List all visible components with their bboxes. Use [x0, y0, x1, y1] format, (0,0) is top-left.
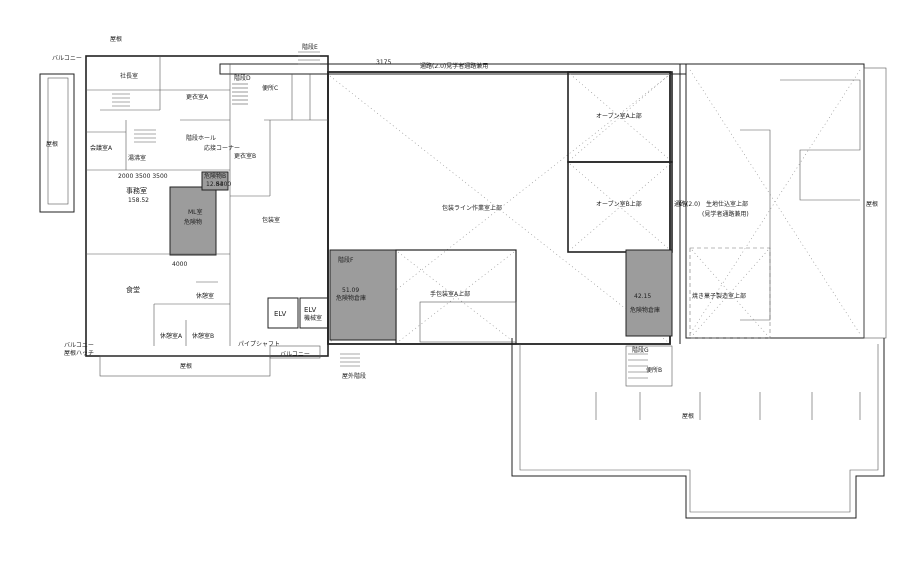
outer-stair-label: 屋外階段 — [342, 372, 366, 380]
hazard-d-area-label: 42.15 — [634, 293, 651, 300]
balcony-s-label: バルコニー — [280, 351, 310, 358]
dim-4000-label: 4000 — [172, 261, 187, 268]
president-room-label: 社長室 — [120, 72, 138, 80]
dim-5300-label: 5300 — [216, 181, 231, 188]
west-partitions — [86, 56, 328, 346]
west-stair-treads — [112, 93, 156, 143]
roof-hatch-label: 屋根ハッチ — [64, 349, 94, 357]
hazard-b-area-label: 12.84 — [206, 181, 223, 188]
toilet-b-label: 便所B — [646, 366, 662, 374]
changing-a-label: 更衣室A — [186, 93, 209, 101]
south-roof-west — [99, 355, 271, 377]
hazard-c-room — [329, 249, 397, 341]
hand-pack-diagonal-2 — [397, 251, 515, 343]
south-balcony — [269, 345, 321, 359]
roof-w-label: 屋根 — [46, 140, 58, 148]
rest-a-label: 休憩室A — [160, 332, 183, 340]
oven-a-label: オーブン室A上部 — [596, 112, 642, 120]
office-label: 事務室 — [126, 186, 147, 195]
baking-upper-area — [689, 247, 771, 339]
oven-b-label: オーブン室B上部 — [596, 200, 642, 208]
hazard-c-label: 危険物倉庫 — [336, 294, 366, 302]
ml-storage-room — [169, 186, 217, 256]
ml-storage-label: ML室 — [188, 208, 203, 216]
reception-label: 応接コーナー — [204, 144, 240, 152]
roof-e-label: 屋根 — [866, 200, 878, 208]
stair-e-label: 階段E — [302, 43, 318, 51]
elv2-label: ELV — [304, 306, 317, 314]
hand-pack-diagonal-1 — [397, 251, 515, 343]
east-roof-strip — [863, 67, 887, 339]
roof-s2-label: 屋根 — [682, 412, 694, 420]
machine-room-label: 機械室 — [304, 314, 322, 322]
toilet-c-label: 便所C — [262, 84, 278, 92]
stair-d-treads — [232, 83, 248, 105]
hand-pack-inner — [419, 301, 517, 343]
corridor-east-label: 通路(2.0) — [674, 200, 700, 208]
hazard-b-room — [201, 171, 229, 191]
roof-n-label: 屋根 — [110, 35, 122, 43]
packing-line-label: 包装ライン作業室上部 — [442, 204, 502, 212]
balcony-sw-label: バルコニー — [64, 342, 94, 349]
stair-g-treads — [628, 353, 648, 379]
roof-slope-marks — [595, 392, 861, 420]
hazard-b-label: 危険物B — [204, 172, 226, 180]
roof-s1-label: 屋根 — [180, 362, 192, 370]
east-partition — [740, 129, 771, 321]
lounge-label: 休憩室 — [196, 292, 214, 300]
ml-storage-sub-label: 危険物 — [184, 218, 202, 226]
kitchen-label: 湯沸室 — [128, 154, 146, 162]
west-roof-outline — [39, 73, 75, 213]
outer-stair-treads — [340, 353, 360, 367]
stair-g-label: 階段G — [632, 346, 649, 354]
office-area-label: 158.52 — [128, 197, 149, 204]
hall-label: 階段ホール — [186, 134, 216, 142]
hazard-c-area-label: 51.09 — [342, 287, 359, 294]
pipe-shaft-label: パイプシャフト — [238, 341, 280, 348]
dim-3175-label: 3175 — [376, 59, 391, 66]
baking-upper-label: 焼き菓子製造室上部 — [692, 292, 746, 300]
elv1-label: ELV — [274, 310, 287, 318]
hazard-d-label: 危険物倉庫 — [630, 306, 660, 314]
prep-upper-sub-label: (見学者通路兼用) — [702, 210, 749, 218]
stair-d-label: 階段D — [234, 74, 251, 82]
south-roof-inner — [519, 344, 879, 513]
east-wing-diagonal-2 — [689, 69, 861, 335]
prep-upper-label: 生地仕込室上部 — [706, 200, 748, 208]
corridor-north-label: 通路(2.0)見学者通路兼用 — [420, 62, 488, 70]
dim-2000-label: 2000 3500 3500 — [118, 173, 168, 180]
stair-f-label: 階段F — [338, 256, 354, 264]
west-roof-inner — [47, 77, 69, 205]
oven-room-b — [567, 161, 673, 253]
elevator-2 — [299, 297, 329, 329]
rest-b-label: 休憩室B — [192, 332, 214, 340]
south-roof-outline — [511, 338, 885, 519]
meeting-a-label: 会議室A — [90, 144, 113, 152]
east-inner-wall — [780, 79, 861, 201]
changing-b-label: 更衣室B — [234, 152, 256, 160]
stair-g-room — [625, 345, 673, 387]
balcony-nw-label: バルコニー — [52, 55, 82, 62]
hazard-d-room — [625, 249, 673, 337]
hand-pack-label: 手包装室A上部 — [430, 290, 470, 298]
stair-e-treads — [298, 51, 320, 65]
canteen-label: 食堂 — [126, 285, 140, 294]
packing-label: 包装室 — [262, 216, 280, 224]
elevator-1 — [267, 297, 299, 329]
